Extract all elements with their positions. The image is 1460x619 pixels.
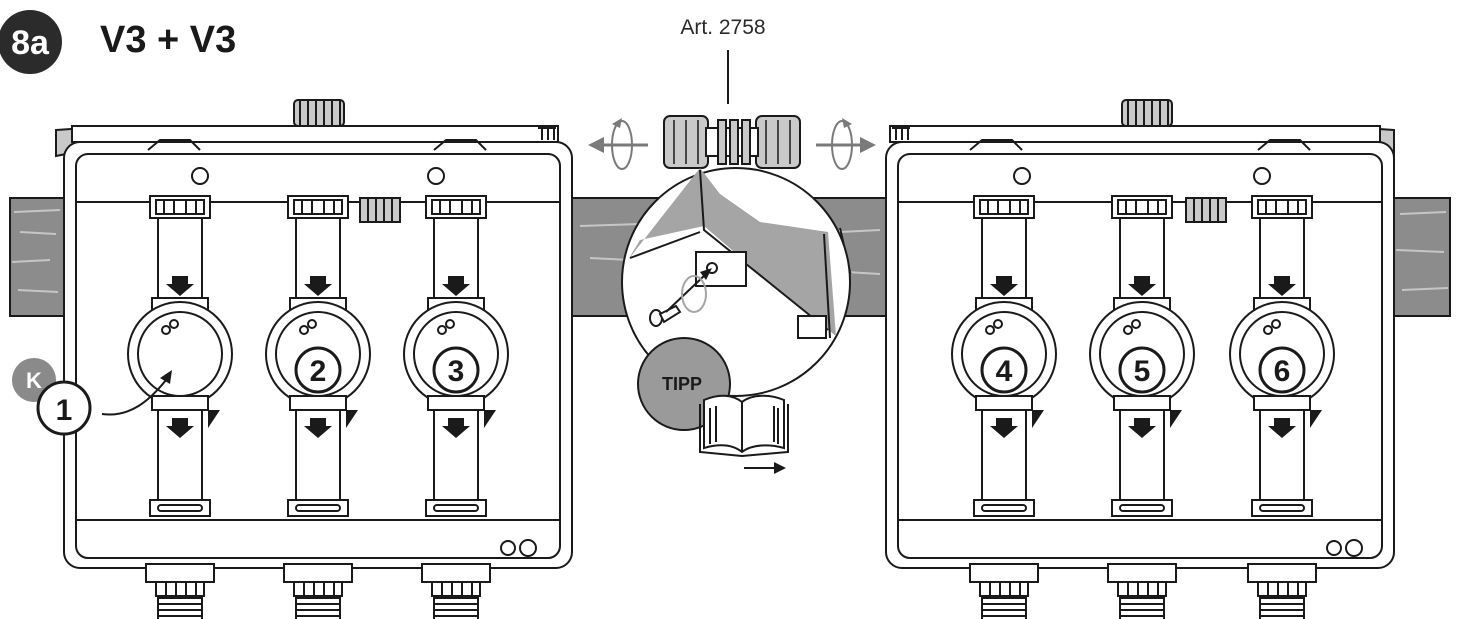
- valve-number-4: 4: [980, 346, 1028, 394]
- valve-number-6: 6: [1258, 346, 1306, 394]
- outlet-1: [145, 563, 215, 619]
- valve-number-5: 5: [1118, 346, 1166, 394]
- outlet-5: [1107, 563, 1177, 619]
- step-number: 8a: [11, 24, 50, 62]
- valve-number-1: 1: [36, 380, 92, 436]
- valve-number-3: 3: [432, 346, 480, 394]
- svg-text:4: 4: [996, 355, 1013, 388]
- callout-arrow-icon: [101, 370, 172, 416]
- article-label: Art. 2758: [680, 16, 765, 39]
- outlet-3: [421, 563, 491, 619]
- step-title: V3 + V3: [100, 19, 236, 61]
- next-page-arrow-icon: [744, 462, 786, 474]
- valve-number-2: 2: [294, 346, 342, 394]
- outlet-2: [283, 563, 353, 619]
- svg-text:TIPP: TIPP: [662, 374, 702, 394]
- svg-text:6: 6: [1274, 355, 1291, 388]
- svg-text:1: 1: [56, 394, 73, 427]
- svg-text:5: 5: [1134, 355, 1151, 388]
- step-badge: 8a: [0, 10, 62, 74]
- outlet-6: [1247, 563, 1317, 619]
- manual-book-icon: [699, 394, 789, 458]
- svg-text:2: 2: [310, 355, 327, 388]
- connector-fitting: [663, 115, 801, 169]
- svg-text:3: 3: [448, 355, 465, 388]
- rotate-left-arrow-icon: [588, 118, 648, 170]
- rotate-right-arrow-icon: [816, 118, 876, 170]
- svg-text:K: K: [26, 368, 42, 393]
- outlet-4: [969, 563, 1039, 619]
